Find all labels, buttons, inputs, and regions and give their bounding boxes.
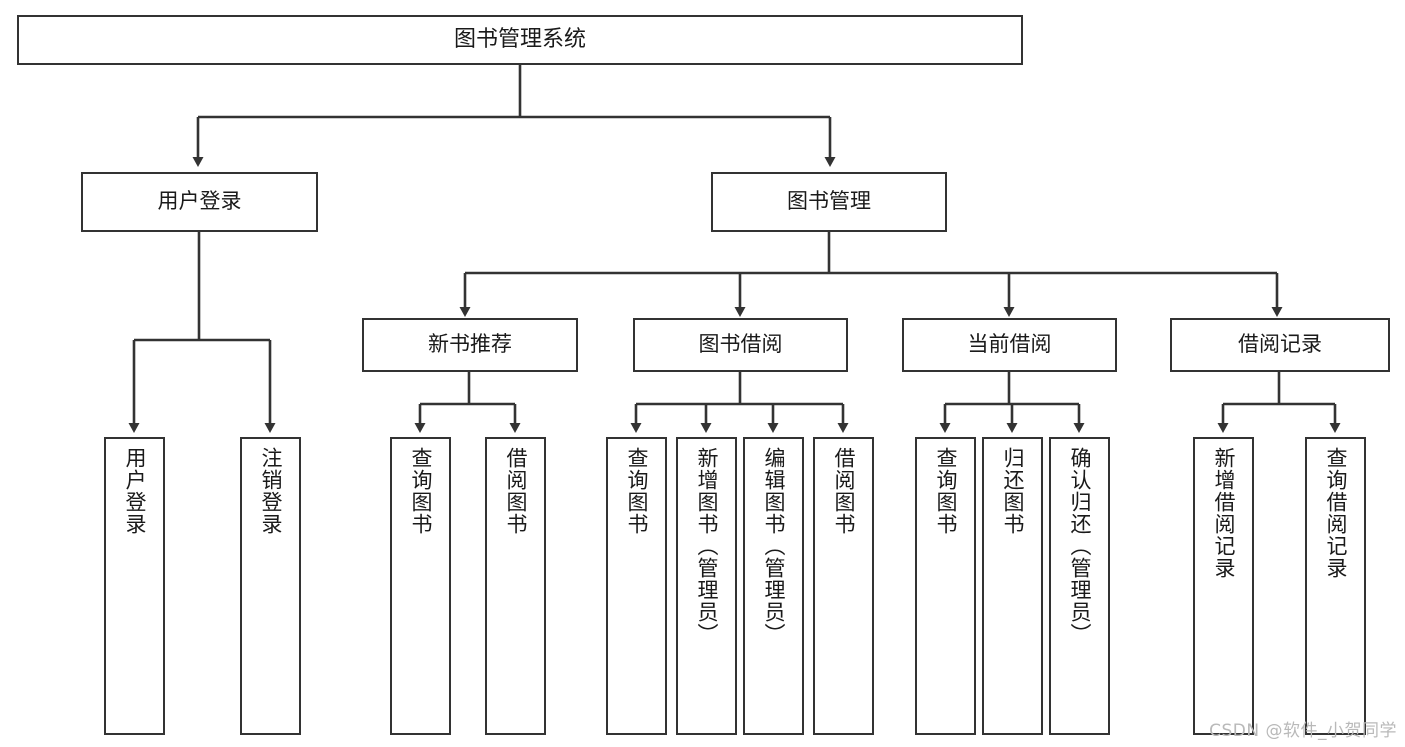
leaf-borrow-borrow-book[interactable]: 借阅图书	[813, 437, 874, 735]
leaf-user-login-signout-label: 注销登录	[259, 447, 283, 535]
node-user-login[interactable]: 用户登录	[81, 172, 318, 232]
leaf-recommend-borrow-book-label: 借阅图书	[504, 447, 528, 535]
leaf-current-return-book-label: 归还图书	[1001, 447, 1025, 535]
node-root-system-label: 图书管理系统	[453, 26, 586, 52]
leaf-recommend-query-book[interactable]: 查询图书	[390, 437, 451, 735]
leaf-borrow-borrow-book-label: 借阅图书	[832, 447, 856, 535]
node-user-login-label: 用户登录	[157, 189, 242, 214]
watermark-text: CSDN @软件_小贺同学	[1209, 721, 1397, 741]
leaf-user-login-signout[interactable]: 注销登录	[240, 437, 301, 735]
leaf-record-add-record[interactable]: 新增借阅记录	[1193, 437, 1254, 735]
leaf-record-query-record[interactable]: 查询借阅记录	[1305, 437, 1366, 735]
leaf-current-confirm-return-admin[interactable]: 确认归还（管理员）	[1049, 437, 1110, 735]
leaf-record-query-record-label: 查询借阅记录	[1324, 447, 1348, 579]
leaf-borrow-add-book-admin[interactable]: 新增图书（管理员）	[676, 437, 737, 735]
leaf-borrow-query-book-label: 查询图书	[625, 447, 649, 535]
node-current-borrow-label: 当前借阅	[967, 332, 1052, 357]
leaf-recommend-borrow-book[interactable]: 借阅图书	[485, 437, 546, 735]
node-borrow-record[interactable]: 借阅记录	[1170, 318, 1390, 372]
leaf-current-query-book-label: 查询图书	[934, 447, 958, 535]
leaf-user-login-signin-label: 用户登录	[123, 447, 147, 535]
node-current-borrow[interactable]: 当前借阅	[902, 318, 1117, 372]
leaf-record-add-record-label: 新增借阅记录	[1212, 447, 1236, 579]
leaf-borrow-edit-book-admin[interactable]: 编辑图书（管理员）	[743, 437, 804, 735]
leaf-current-query-book[interactable]: 查询图书	[915, 437, 976, 735]
node-new-book-recommend[interactable]: 新书推荐	[362, 318, 578, 372]
leaf-borrow-edit-book-admin-label: 编辑图书（管理员）	[762, 447, 786, 645]
node-book-management-label: 图书管理	[787, 189, 871, 214]
node-borrow-record-label: 借阅记录	[1238, 332, 1322, 357]
leaf-current-return-book[interactable]: 归还图书	[982, 437, 1043, 735]
node-book-management[interactable]: 图书管理	[711, 172, 947, 232]
leaf-recommend-query-book-label: 查询图书	[409, 447, 433, 535]
leaf-current-confirm-return-admin-label: 确认归还（管理员）	[1068, 447, 1092, 645]
leaf-borrow-add-book-admin-label: 新增图书（管理员）	[695, 447, 719, 645]
node-book-borrow[interactable]: 图书借阅	[633, 318, 848, 372]
leaf-user-login-signin[interactable]: 用户登录	[104, 437, 165, 735]
node-root-system[interactable]: 图书管理系统	[17, 15, 1023, 65]
leaf-borrow-query-book[interactable]: 查询图书	[606, 437, 667, 735]
node-book-borrow-label: 图书借阅	[698, 332, 783, 357]
node-new-book-recommend-label: 新书推荐	[428, 332, 512, 357]
